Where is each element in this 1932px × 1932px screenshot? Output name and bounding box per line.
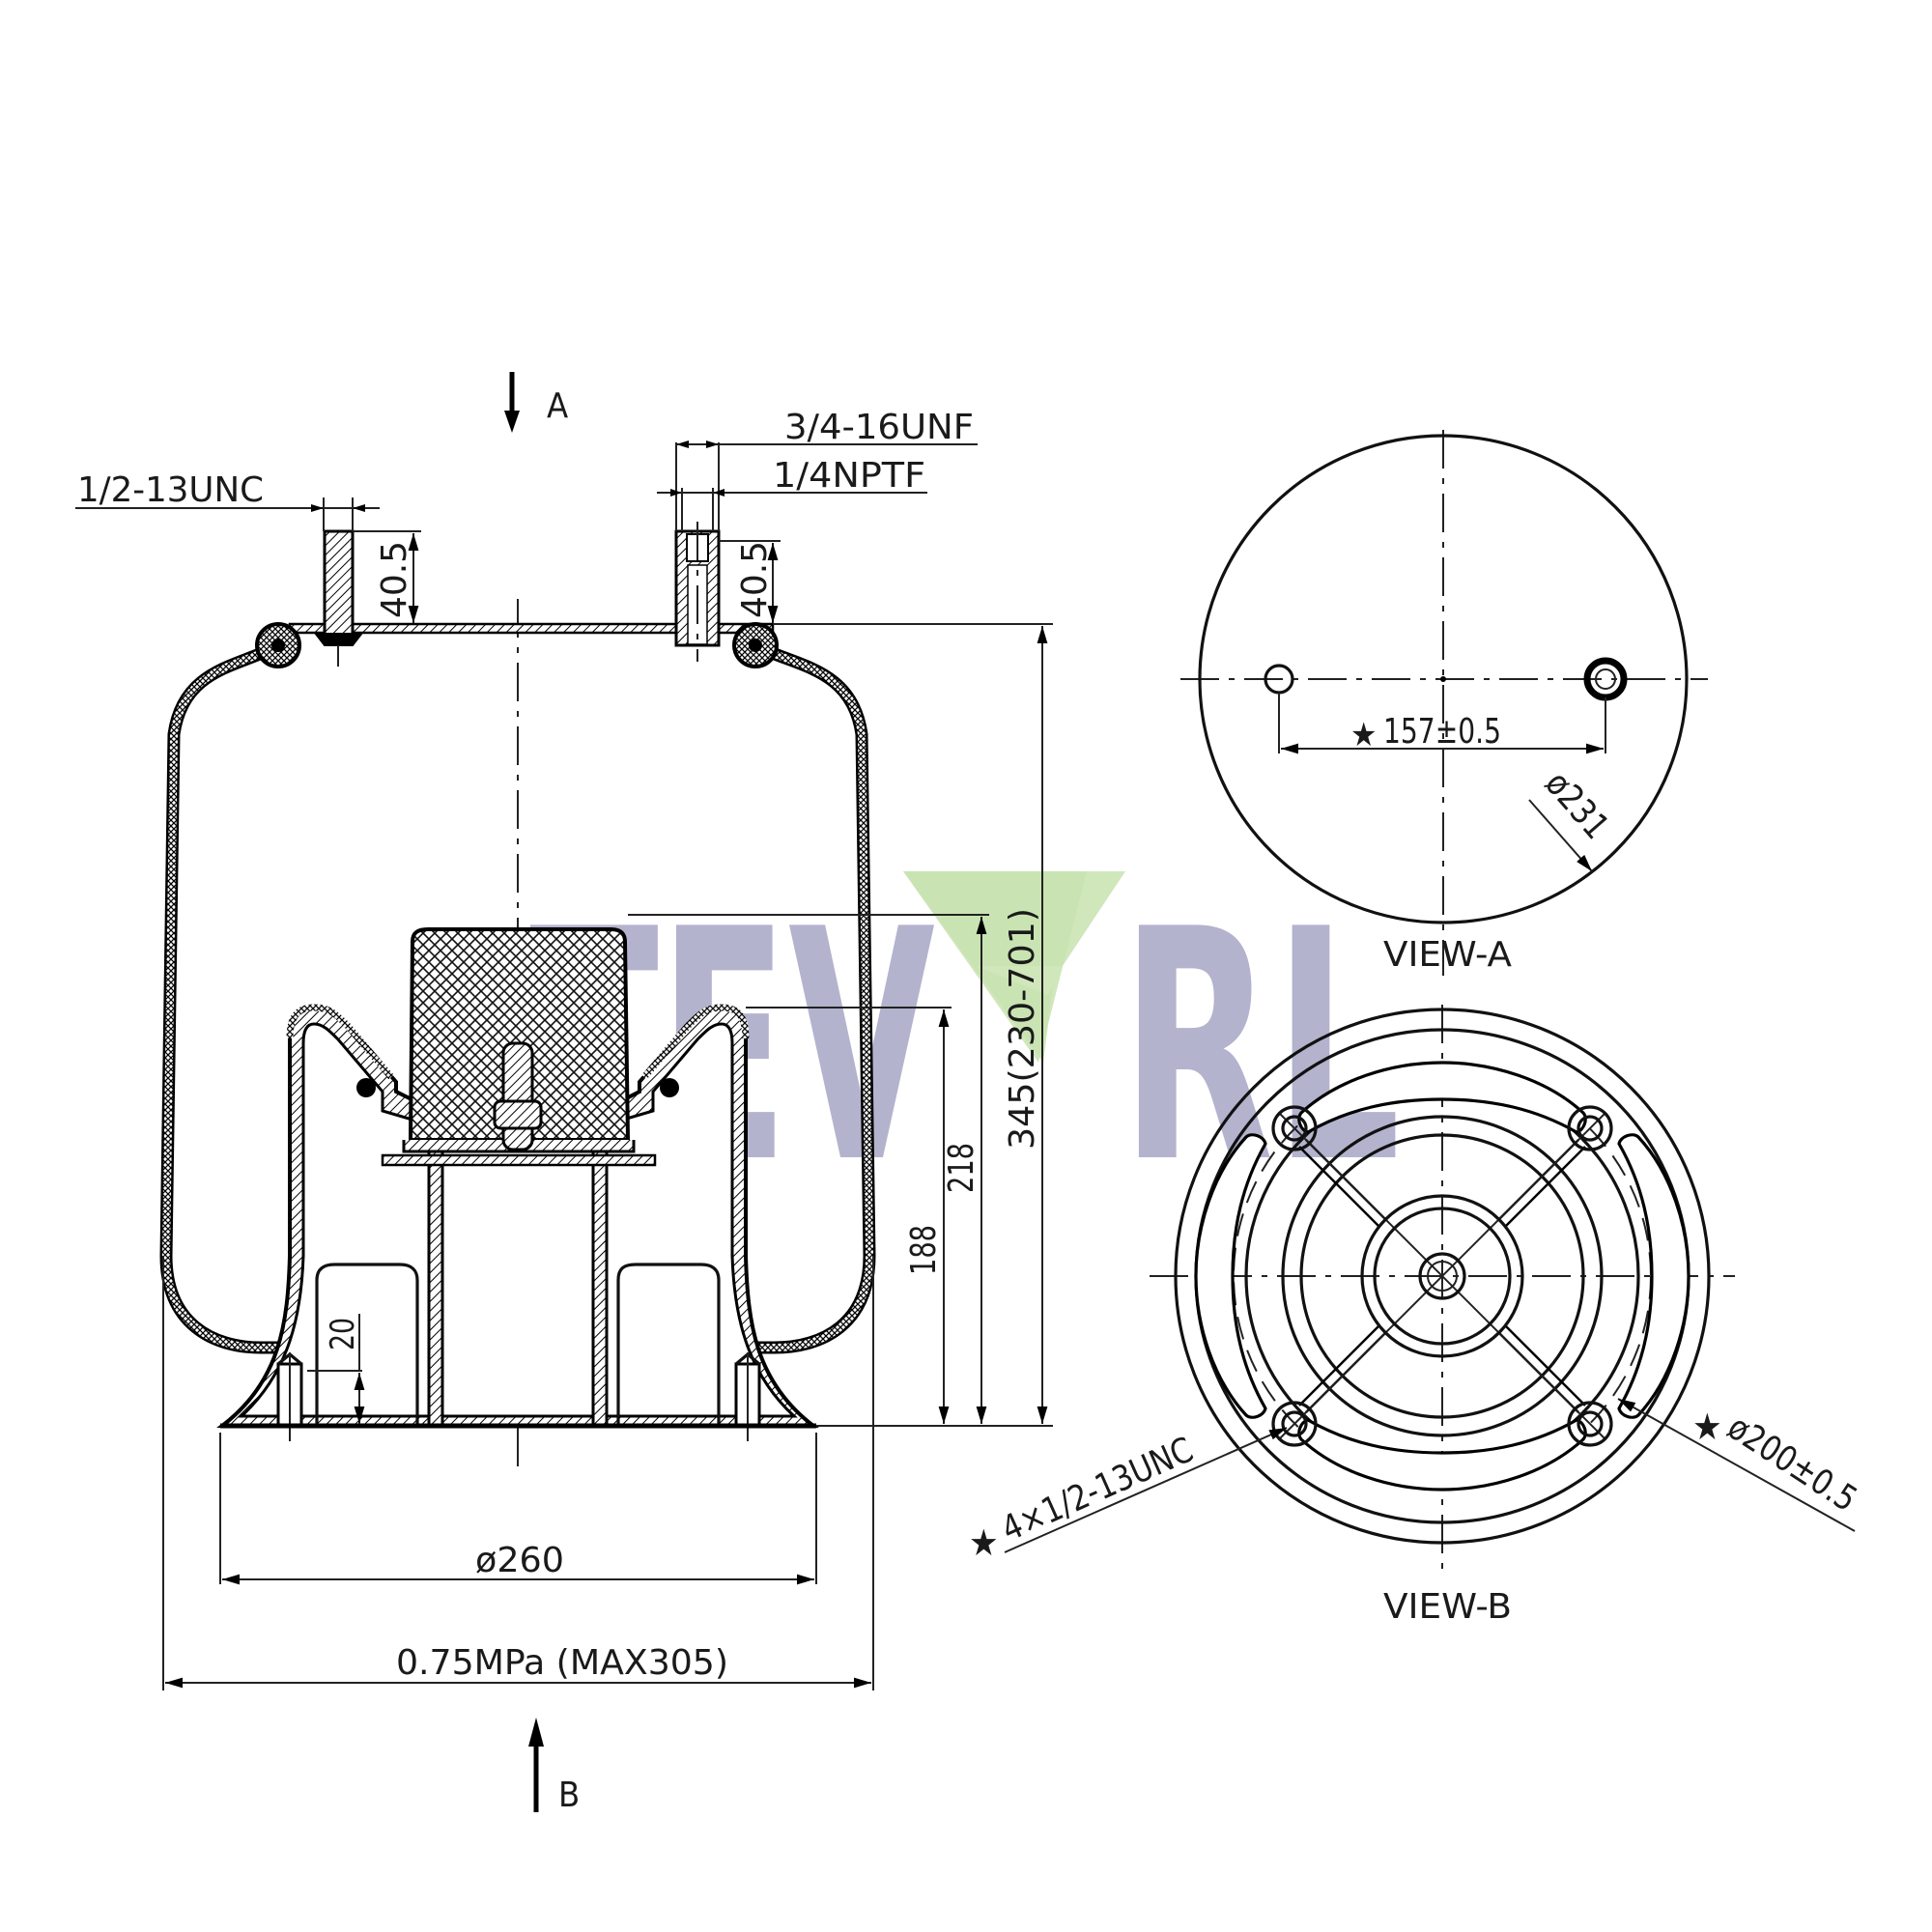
bolt-circle-label: ø200±0.5 bbox=[1720, 1407, 1863, 1520]
stud-height-right-dimension: 40.5 bbox=[719, 540, 781, 623]
piston-cavity-right bbox=[616, 1263, 721, 1426]
base-diameter-dimension: ø260 bbox=[219, 1433, 817, 1585]
stud-height-left-label: 40.5 bbox=[375, 541, 414, 618]
view-a-arrow-label: A bbox=[547, 386, 568, 426]
max-diameter-label: 0.75MPa (MAX305) bbox=[396, 1643, 728, 1683]
bolt-thread-label: 4×1/2-13UNC bbox=[996, 1431, 1199, 1550]
clamp-bead-right bbox=[660, 1078, 679, 1097]
bump-stop-nut bbox=[493, 1099, 543, 1130]
arrow-down-icon bbox=[504, 411, 520, 433]
air-fitting-stud bbox=[674, 522, 721, 662]
air-port-label: 1/4NPTF bbox=[773, 456, 925, 496]
center-bolt-icon bbox=[1418, 1252, 1466, 1300]
stud-thread-dimension: 1/2-13UNC bbox=[75, 470, 380, 531]
overall-height-dimension: 345(230-701) bbox=[773, 623, 1053, 1427]
bolt-circle-callout: ★ ø200±0.5 bbox=[1617, 1398, 1863, 1532]
view-b: ★ 4×1/2-13UNC ★ ø200±0.5 VIEW-B bbox=[969, 1005, 1863, 1627]
arrow-up-icon bbox=[528, 1718, 544, 1747]
dim-218-label: 218 bbox=[942, 1143, 981, 1193]
bump-stop-bolt bbox=[501, 1041, 534, 1151]
hole-spacing-dimension: ★ 157±0.5 bbox=[1278, 693, 1606, 754]
stud-thread-label: 1/2-13UNC bbox=[77, 470, 264, 510]
inner-tube-left bbox=[427, 1119, 444, 1428]
view-b-arrow: B bbox=[528, 1718, 580, 1815]
rubber-bellows bbox=[159, 622, 876, 1354]
section-view: A B bbox=[75, 372, 1053, 1815]
stud-height-right-label: 40.5 bbox=[735, 541, 775, 618]
base-diameter-label: ø260 bbox=[475, 1541, 564, 1580]
view-a-title: VIEW-A bbox=[1383, 935, 1512, 975]
plate-diameter-label: ø231 bbox=[1537, 764, 1616, 847]
base-pockets bbox=[1194, 1061, 1690, 1492]
insert-height-label: 20 bbox=[324, 1318, 362, 1350]
watermark-text-right: RL bbox=[1121, 862, 1401, 1233]
view-a-arrow: A bbox=[504, 372, 568, 433]
insert-height-dimension: 20 bbox=[307, 1314, 365, 1424]
bump-stop bbox=[381, 927, 657, 1167]
view-b-arrow-label: B bbox=[558, 1776, 580, 1815]
view-b-title: VIEW-B bbox=[1383, 1587, 1512, 1627]
piston-cavity-left bbox=[315, 1263, 419, 1426]
piston-height-dimension: 188 bbox=[746, 1007, 952, 1424]
ribs bbox=[1279, 1113, 1605, 1439]
left-mounting-stud bbox=[314, 529, 363, 667]
plate-diameter-dimension: ø231 bbox=[1528, 764, 1616, 872]
critical-star-icon: ★ bbox=[1350, 716, 1377, 754]
hole-spacing-label: 157±0.5 bbox=[1383, 712, 1501, 752]
inner-tube-right bbox=[591, 1119, 609, 1428]
hub-outer bbox=[1360, 1194, 1524, 1358]
dim-188-label: 188 bbox=[904, 1225, 944, 1275]
clamp-bead-left bbox=[356, 1078, 376, 1097]
air-fitting-thread-label: 3/4-16UNF bbox=[784, 408, 974, 447]
max-diameter-dimension: 0.75MPa (MAX305) bbox=[162, 1256, 874, 1690]
air-fitting-thread-dimension: 3/4-16UNF 1/4NPTF bbox=[657, 408, 978, 531]
overall-height-label: 345(230-701) bbox=[1003, 908, 1042, 1150]
bolt-thread-star-icon: ★ bbox=[969, 1521, 999, 1564]
view-b-outer-ring bbox=[1174, 1008, 1711, 1545]
piston bbox=[216, 1004, 819, 1441]
bolt-holes bbox=[1271, 1105, 1613, 1447]
stud-height-left-dimension: 40.5 bbox=[353, 530, 421, 623]
bolt-thread-callout: ★ 4×1/2-13UNC bbox=[969, 1427, 1288, 1564]
view-a-top-plate-outline bbox=[1198, 434, 1689, 924]
bolt-circle-star-icon: ★ bbox=[1692, 1406, 1722, 1448]
